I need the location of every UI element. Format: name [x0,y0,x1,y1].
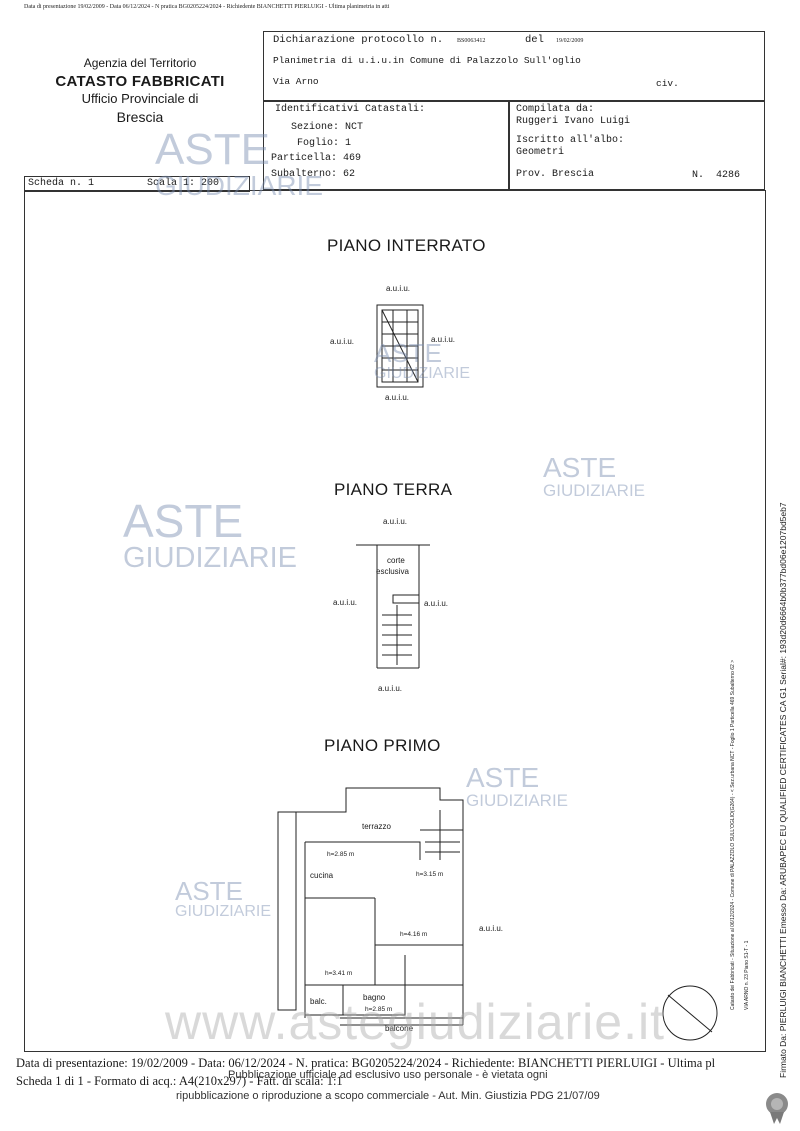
header-box-identificativi [263,100,510,190]
n-value: 4286 [716,170,741,181]
watermark-aste-3: ASTE GIUDIZIARIE [543,452,646,500]
watermark-giudiziarie-word: GIUDIZIARIE [155,170,324,201]
watermark-aste-word: ASTE [543,452,617,483]
agency-name: Agenzia del Territorio [83,56,197,70]
interrato-auiu-right: a.u.i.u. [431,335,456,344]
n-label: N. [692,170,705,181]
ufficio-provinciale: Ufficio Provinciale di [81,91,199,107]
interrato-auiu-left: a.u.i.u. [330,337,355,346]
terra-auiu-left: a.u.i.u. [333,598,358,607]
compilata-title: Compilata da: [516,104,595,115]
site-watermark: www.astegiudiziarie.it [165,994,665,1050]
watermark-giudiziarie-word: GIUDIZIARIE [175,903,272,920]
provincia-albo: Prov. Brescia [516,169,595,180]
iscritto-label: Iscritto all'albo: [516,135,625,146]
h-315: h=3.15 m [416,871,444,878]
foglio: Foglio: 1 [297,138,352,149]
footer-scheda: Scheda 1 di 1 - Formato di acq.: A4(210x… [16,1074,343,1088]
albo: Geometri [516,147,565,158]
cucina-label: cucina [310,871,334,880]
watermark-aste-word: ASTE [175,876,243,906]
interrato-staircase [376,304,424,388]
balc-label: balc. [310,997,327,1006]
watermark-aste-word: ASTE [123,495,244,547]
watermark-aste-word: ASTE [374,338,442,368]
scala: Scala 1: 200 [147,178,220,189]
terrazzo-label: terrazzo [362,822,391,831]
identificativi-title: Identificativi Catastali: [275,104,426,115]
del-label: del [525,34,544,46]
terra-auiu-bottom: a.u.i.u. [378,684,403,693]
particella: Particella: 469 [271,153,362,164]
watermark-aste-5: ASTE GIUDIZIARIE [466,762,569,810]
primo-auiu-right: a.u.i.u. [479,924,504,933]
piano-primo-title: PIANO PRIMO [324,736,441,755]
watermark-giudiziarie-word: GIUDIZIARIE [543,481,646,500]
footer-presentation: Data di presentazione: 19/02/2009 - Data… [16,1056,716,1070]
terra-plan [356,544,430,669]
presentation-header-line: Data di presentazione 19/02/2009 - Data … [24,4,390,10]
signature-side-text: Firmato Da: PIERLUIGI BIANCHETTI Emesso … [778,502,788,1078]
terra-auiu-right: a.u.i.u. [424,599,449,608]
civ-label: civ. [656,78,679,89]
header-box-top [263,31,765,102]
piano-interrato-title: PIANO INTERRATO [327,236,486,255]
protocol-number: BS0063412 [457,38,486,44]
h-285-lower: h=2.85 m [365,1006,393,1013]
primo-plan [277,787,464,1026]
north-compass [662,985,718,1041]
watermark-aste-word: ASTE [155,125,270,174]
watermark-aste-1: ASTE GIUDIZIARIE [155,128,323,200]
watermark-giudiziarie-word: GIUDIZIARIE [466,791,569,810]
del-date: 19/02/2009 [556,38,584,44]
interrato-auiu-top: a.u.i.u. [386,284,411,293]
footer-publication-1: Pubblicazione ufficiale ad esclusivo uso… [228,1069,548,1081]
scheda-number: Scheda n. 1 [28,178,95,189]
watermark-giudiziarie-word: GIUDIZIARIE [123,542,298,574]
seal-icon [766,1093,788,1124]
footer-publication-2: ripubblicazione o riproduzione a scopo c… [176,1090,600,1102]
sezione: Sezione: NCT [291,122,364,133]
watermark-giudiziarie-word: GIUDIZIARIE [374,365,471,382]
balcone-label: balcone [385,1024,414,1033]
via-side-text: VIA ARNO n. 23 Piano S1-T - 1 [744,940,750,1010]
bagno-label: bagno [363,993,386,1002]
provincia: Brescia [116,108,164,125]
scheda-strip [24,176,250,192]
piano-terra-title: PIANO TERRA [334,480,453,499]
watermark-aste-4: ASTE GIUDIZIARIE [123,498,297,573]
h-341: h=3.41 m [325,970,353,977]
subalterno: Subalterno: 62 [271,169,356,180]
planimetria-line: Planimetria di u.i.u.in Comune di Palazz… [273,55,581,66]
catasto-fabbricati: CATASTO FABBRICATI [55,72,225,90]
watermark-aste-word: ASTE [466,762,540,793]
watermark-aste-6: ASTE GIUDIZIARIE [175,878,271,920]
interrato-auiu-bottom: a.u.i.u. [385,393,410,402]
catasto-side-text: Catasto dei Fabbricati - Situazione al 0… [730,659,736,1010]
terra-auiu-top: a.u.i.u. [383,517,408,526]
drawing-frame [24,190,766,1052]
compilata-name: Ruggeri Ivano Luigi [516,116,631,127]
via-line: Via Arno [273,76,319,87]
watermark-aste-2: ASTE GIUDIZIARIE [374,340,470,382]
h-416: h=4.16 m [400,931,428,938]
esclusiva-label: esclusiva [376,567,409,576]
dichiarazione-label: Dichiarazione protocollo n. [273,34,444,46]
corte-label: corte [387,556,405,565]
header-box-compilata [508,100,765,190]
h-285-upper: h=2.85 m [327,851,355,858]
agency-block: Agenzia del Territorio CATASTO FABBRICAT… [40,56,240,126]
